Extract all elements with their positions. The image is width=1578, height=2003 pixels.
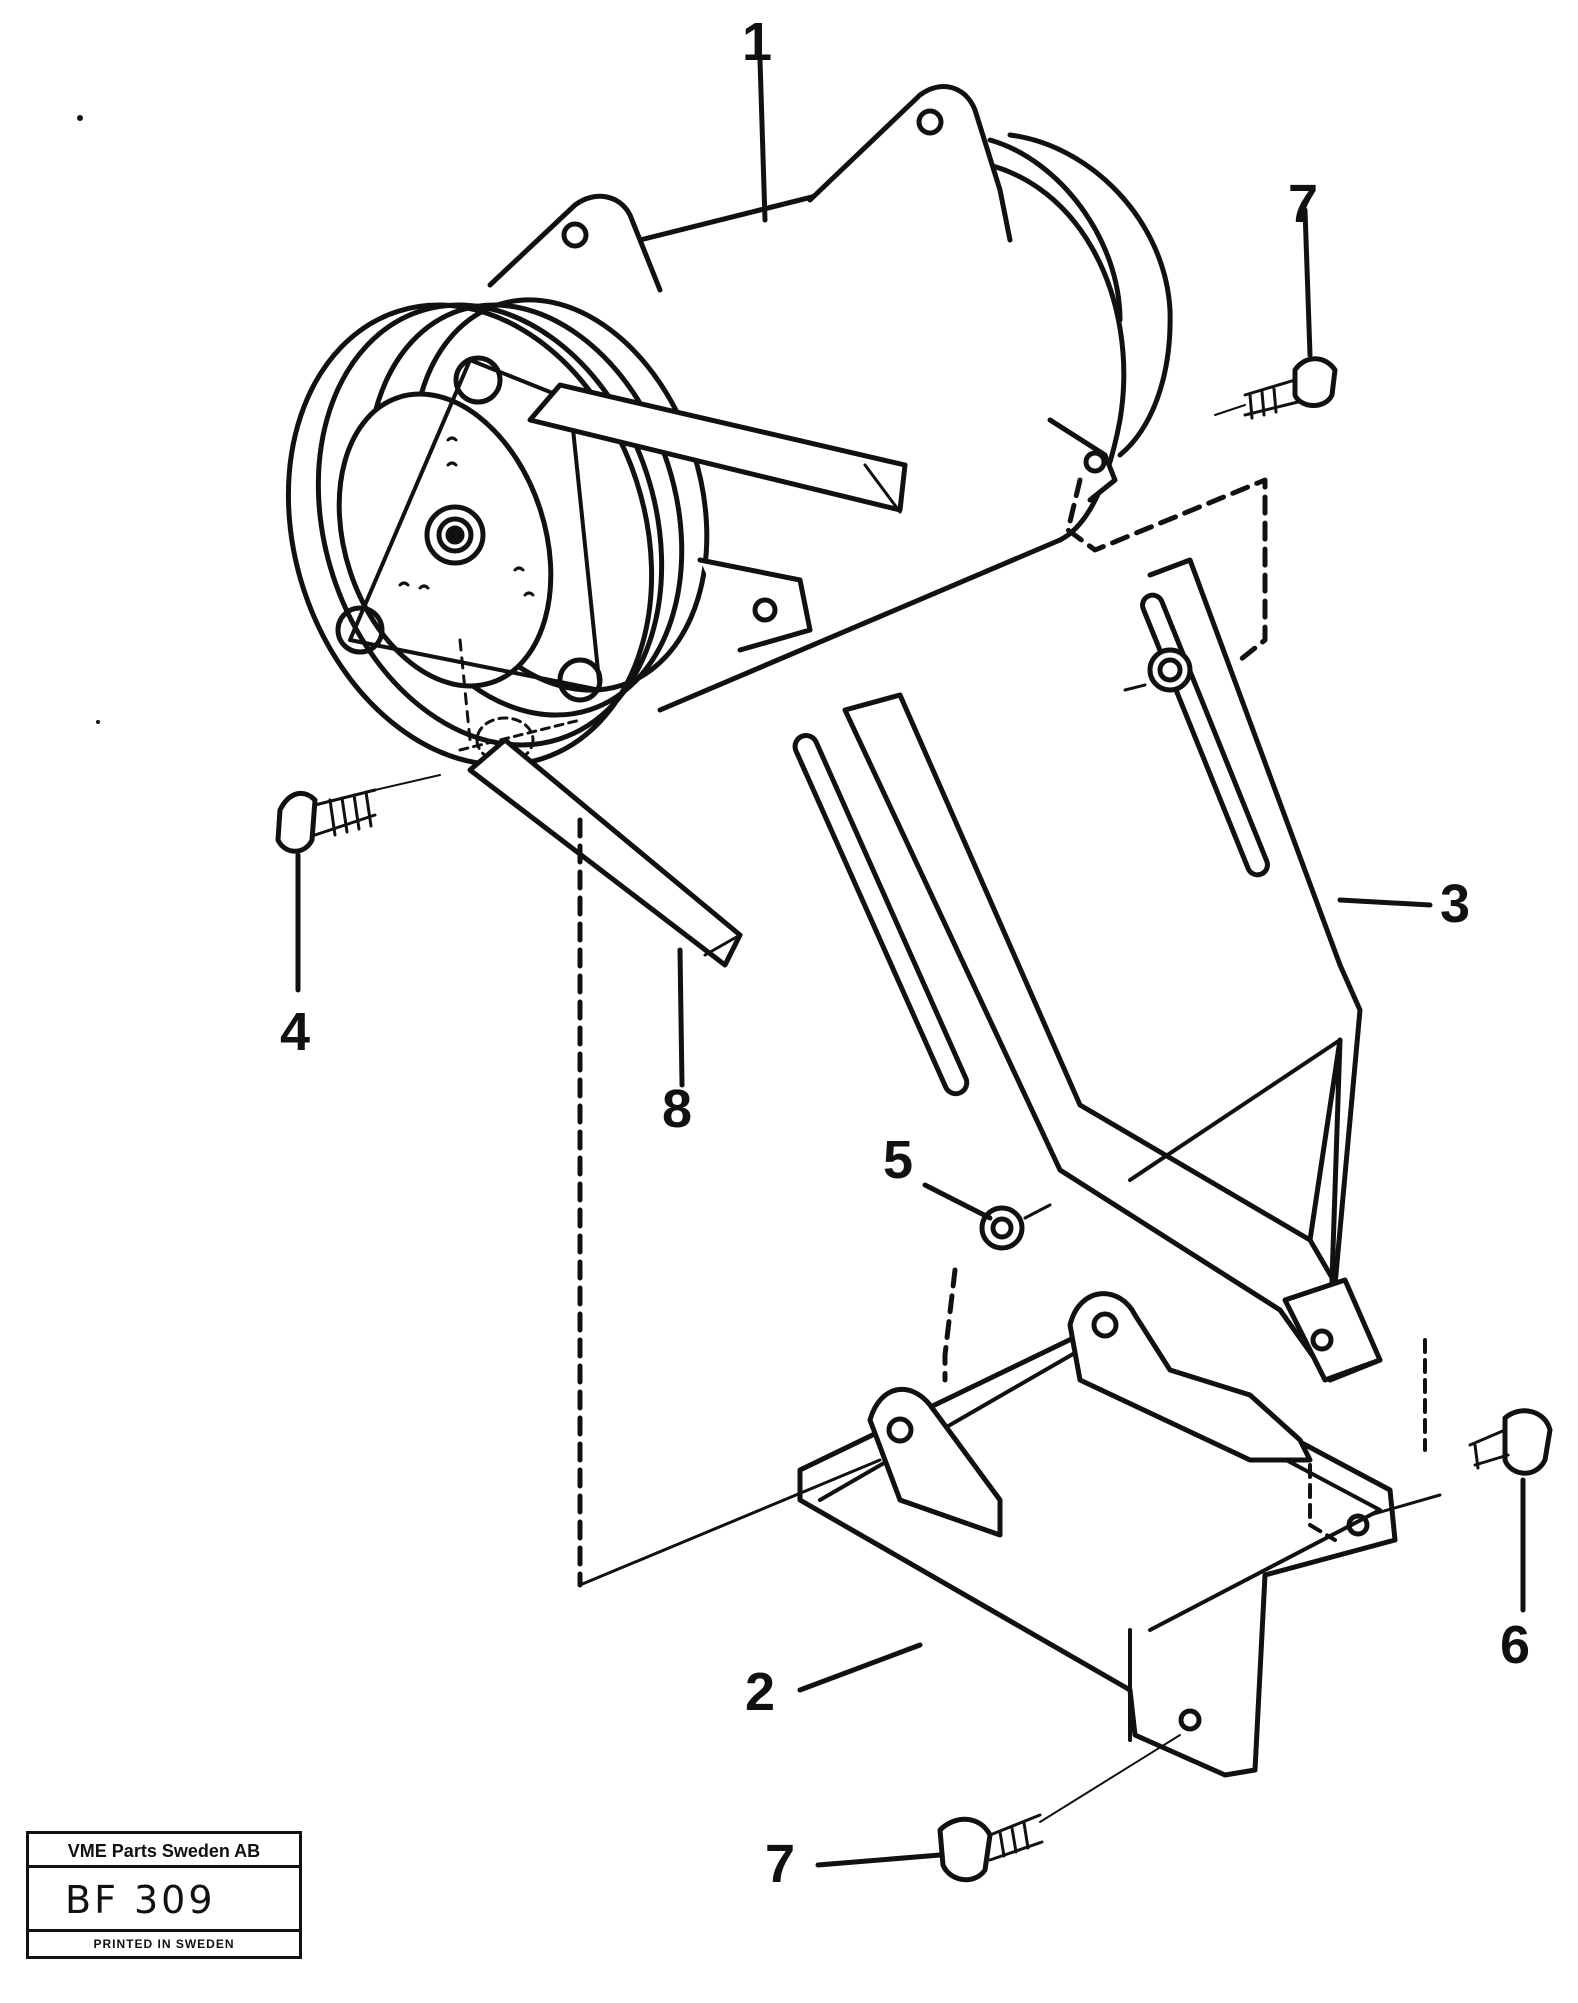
callout-7-lower: 7 [765, 1834, 795, 1894]
title-stamp: VME Parts Sweden AB BF 309 PRINTED IN SW… [26, 1831, 302, 1959]
callout-8: 8 [662, 1079, 692, 1139]
stamp-code: BF 309 [29, 1868, 299, 1932]
main-bracket [797, 1291, 1427, 1778]
callout-7-upper: 7 [1288, 174, 1318, 234]
scan-speck [96, 720, 100, 724]
drive-belt [467, 382, 908, 968]
callout-4: 4 [280, 1002, 310, 1062]
bolt-lower [937, 1734, 1181, 1882]
bolt-upper-right [1214, 356, 1338, 420]
nut-part-5 [979, 1203, 1052, 1251]
callout-1: 1 [742, 12, 772, 72]
stamp-printed: PRINTED IN SWEDEN [93, 1937, 235, 1951]
callout-2: 2 [745, 1662, 775, 1722]
assembly-dashed-line [577, 477, 1268, 1588]
adjusting-bracket [792, 557, 1383, 1383]
stamp-company: VME Parts Sweden AB [29, 1834, 299, 1868]
leader-lines [295, 57, 1526, 1868]
callout-3: 3 [1440, 874, 1470, 934]
scan-speck [77, 115, 83, 121]
bolt-left [275, 774, 441, 854]
compressor-unit [285, 84, 1173, 768]
bolt-right [1468, 1408, 1553, 1476]
callout-6: 6 [1500, 1615, 1530, 1675]
callout-5: 5 [883, 1130, 913, 1190]
